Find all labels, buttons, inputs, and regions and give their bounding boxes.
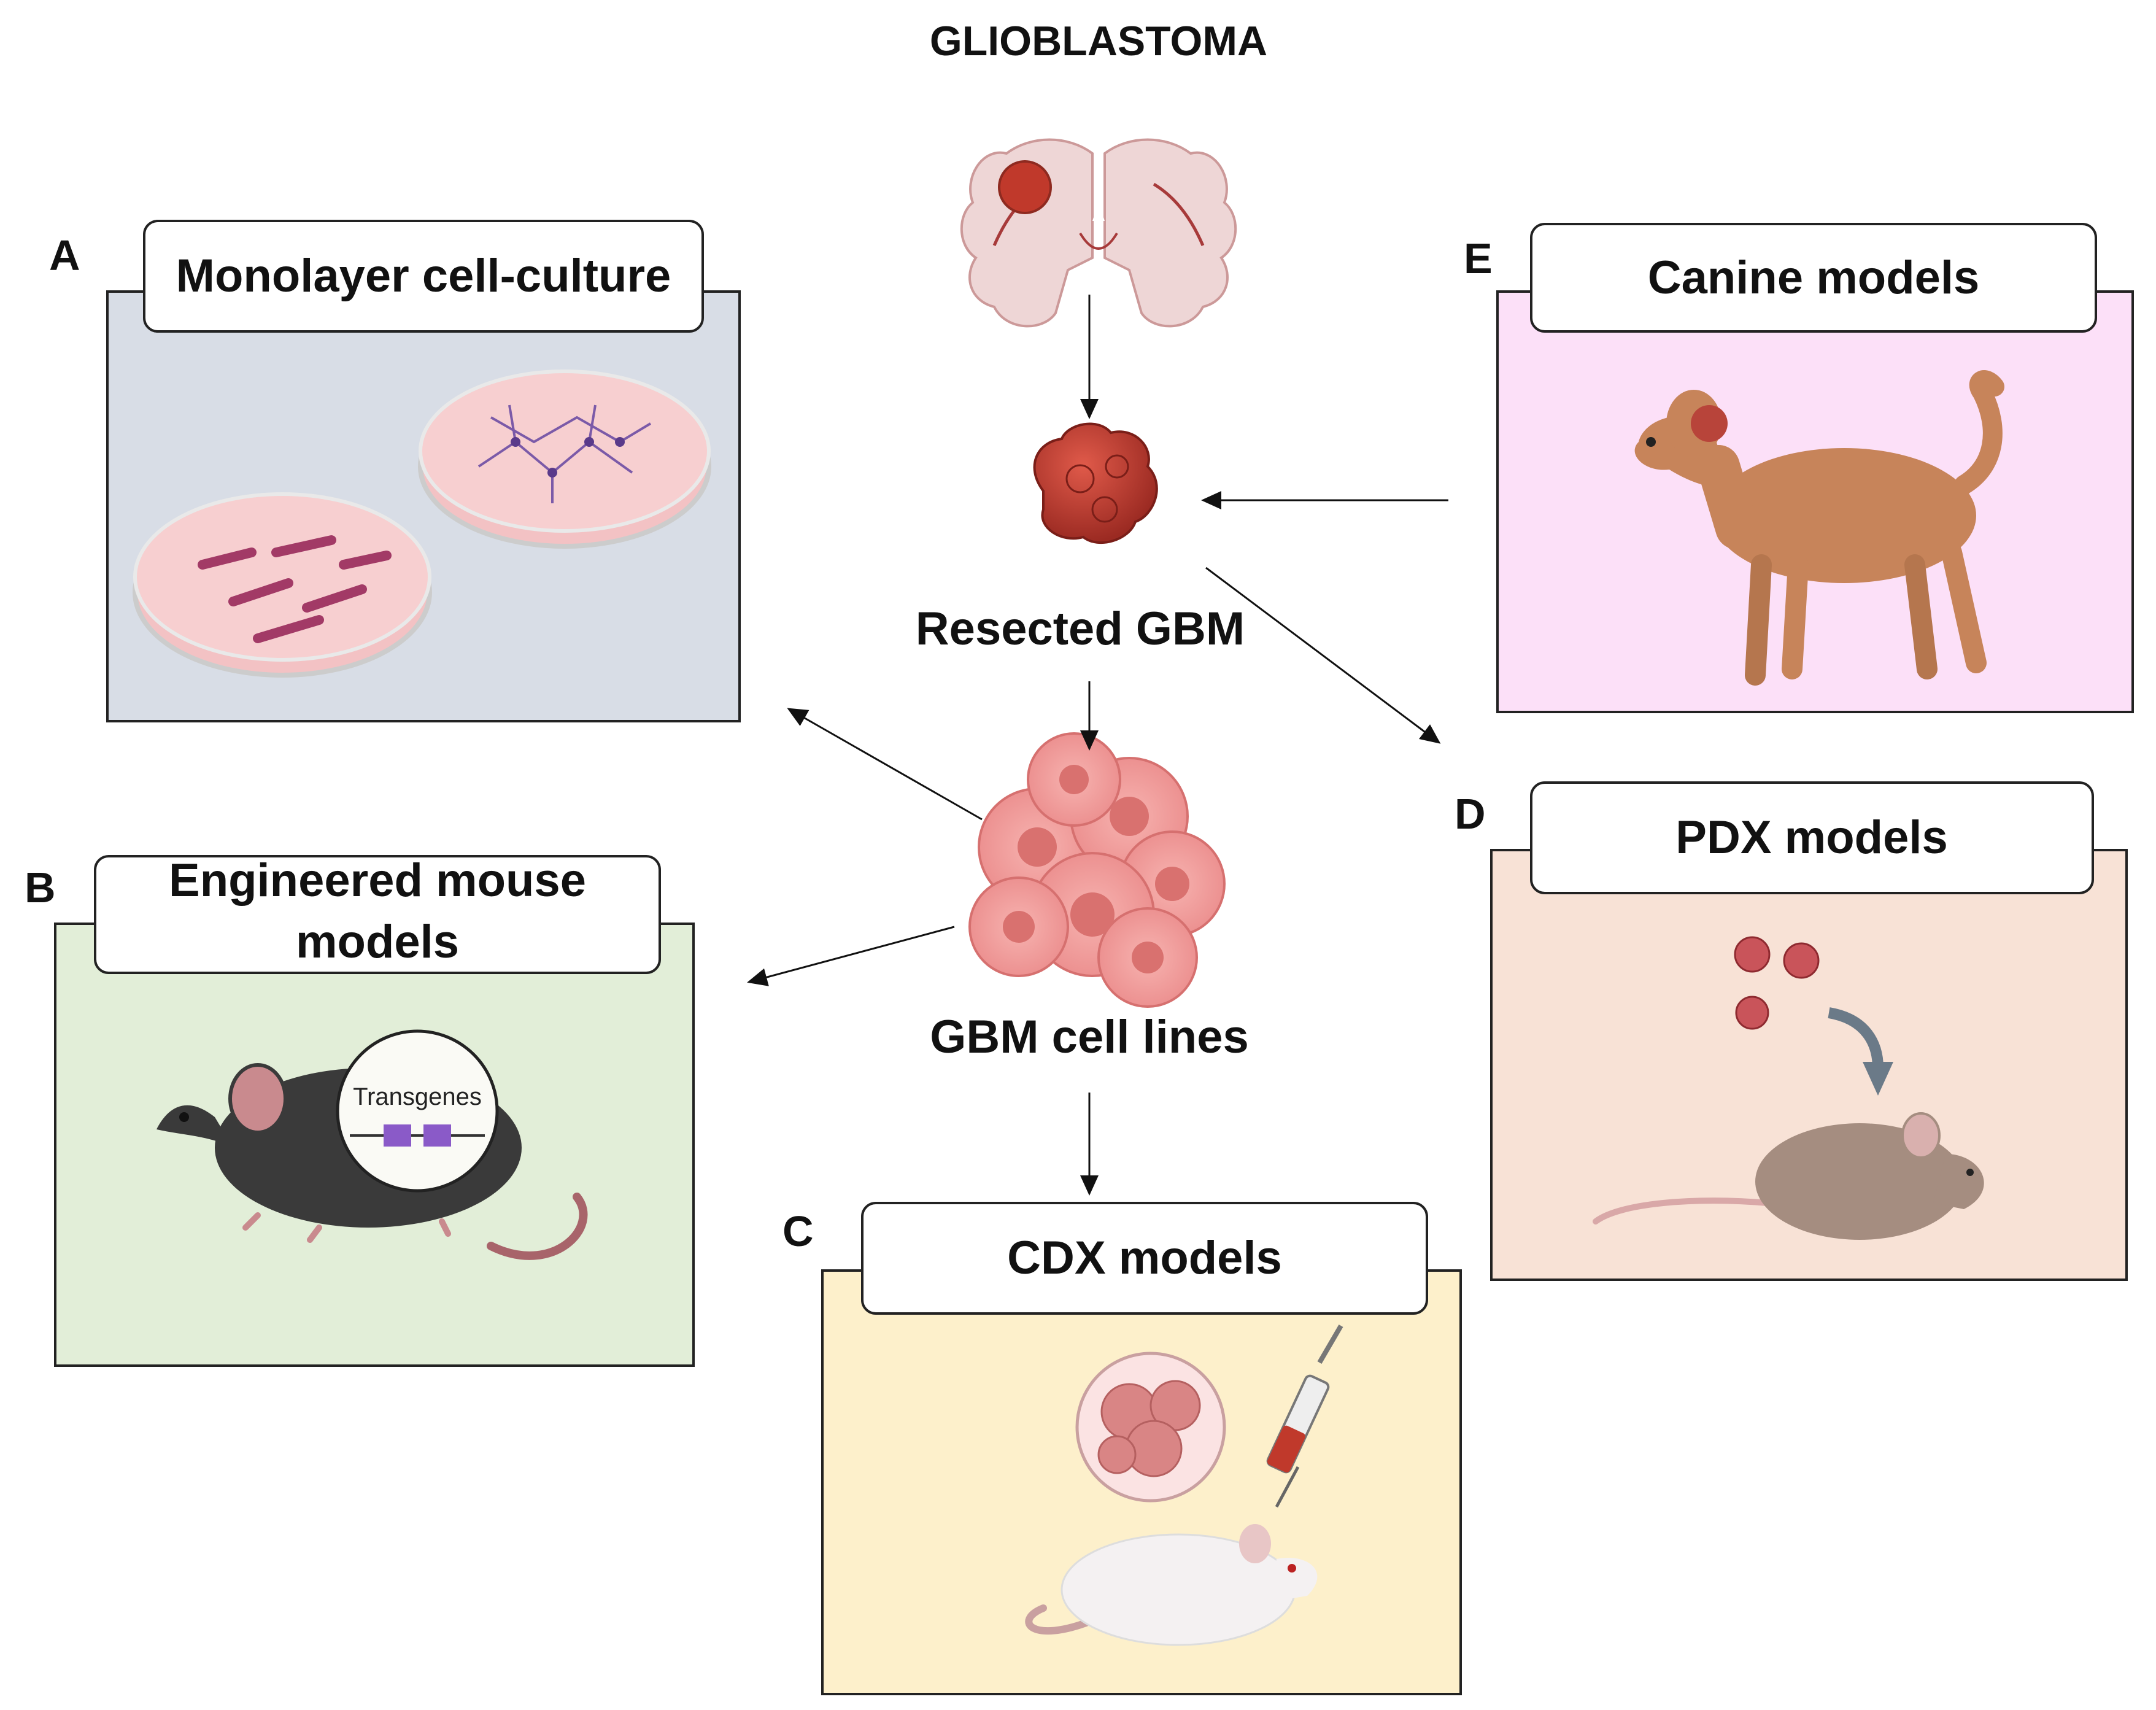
- arrow-cells-to-monolayer: [787, 708, 983, 821]
- flow-arrows: [747, 295, 1448, 1196]
- cell-cluster-icon: [968, 732, 1226, 1008]
- panel-a-title: Monolayer cell-culture: [176, 250, 671, 302]
- panel-d-letter: D: [1455, 790, 1486, 838]
- panel-b-title-box: [94, 855, 661, 974]
- panel-b-title-line1: Engineered mouse: [169, 854, 586, 907]
- panel-e-title-box: [1530, 223, 2097, 333]
- panel-c-letter: C: [782, 1207, 814, 1255]
- cell-inset-icon: [1075, 1352, 1226, 1503]
- panel-c-title: CDX models: [1007, 1232, 1282, 1284]
- transplant-arrow-icon: [1828, 1007, 1884, 1069]
- panel-d-title-box: [1530, 781, 2094, 894]
- panel-e-title: Canine models: [1648, 252, 1980, 304]
- transgene-block-icon: [423, 1124, 451, 1147]
- transgene-block-icon: [384, 1124, 411, 1147]
- transgenes-label: Transgenes: [353, 1083, 482, 1110]
- mouse-icon: [1593, 1112, 1984, 1240]
- panel-d-title: PDX models: [1675, 811, 1947, 864]
- panel-a-letter: A: [49, 231, 80, 279]
- panel-c-cdx: CDX models C: [782, 1202, 1462, 1695]
- tumor-icon: [1033, 422, 1158, 544]
- panel-b-engineered-mouse: Engineered mouse models B Transgenes: [25, 854, 695, 1367]
- arrow-tumor-to-pdx: [1205, 567, 1441, 744]
- tumor-fragments-icon: [1734, 936, 1820, 1030]
- panel-b-letter: B: [25, 864, 56, 911]
- petri-dish-icon: [418, 369, 711, 549]
- transgenes-inset: Transgenes: [336, 1029, 499, 1193]
- panel-b-title-line2: models: [296, 916, 459, 968]
- syringe-icon: [1266, 1324, 1343, 1508]
- panel-e-letter: E: [1464, 234, 1493, 282]
- arrow-cells-to-mouse: [747, 926, 955, 986]
- resected-gbm-label: Resected GBM: [916, 603, 1245, 655]
- diagram-title: GLIOBLASTOMA: [930, 18, 1267, 64]
- gbm-cell-lines-label: GBM cell lines: [930, 1011, 1249, 1063]
- dog-icon: [1634, 370, 2004, 686]
- panel-c-title-box: [861, 1202, 1428, 1315]
- panel-a-title-box: [143, 220, 704, 333]
- mouse-icon: [1025, 1524, 1318, 1646]
- petri-dish-icon: [133, 492, 432, 678]
- panel-d-pdx: PDX models D: [1455, 781, 2128, 1281]
- panel-a-monolayer: Monolayer cell-culture A: [49, 220, 741, 722]
- brain-icon: [960, 138, 1237, 328]
- panel-e-canine: Canine models E: [1464, 223, 2134, 713]
